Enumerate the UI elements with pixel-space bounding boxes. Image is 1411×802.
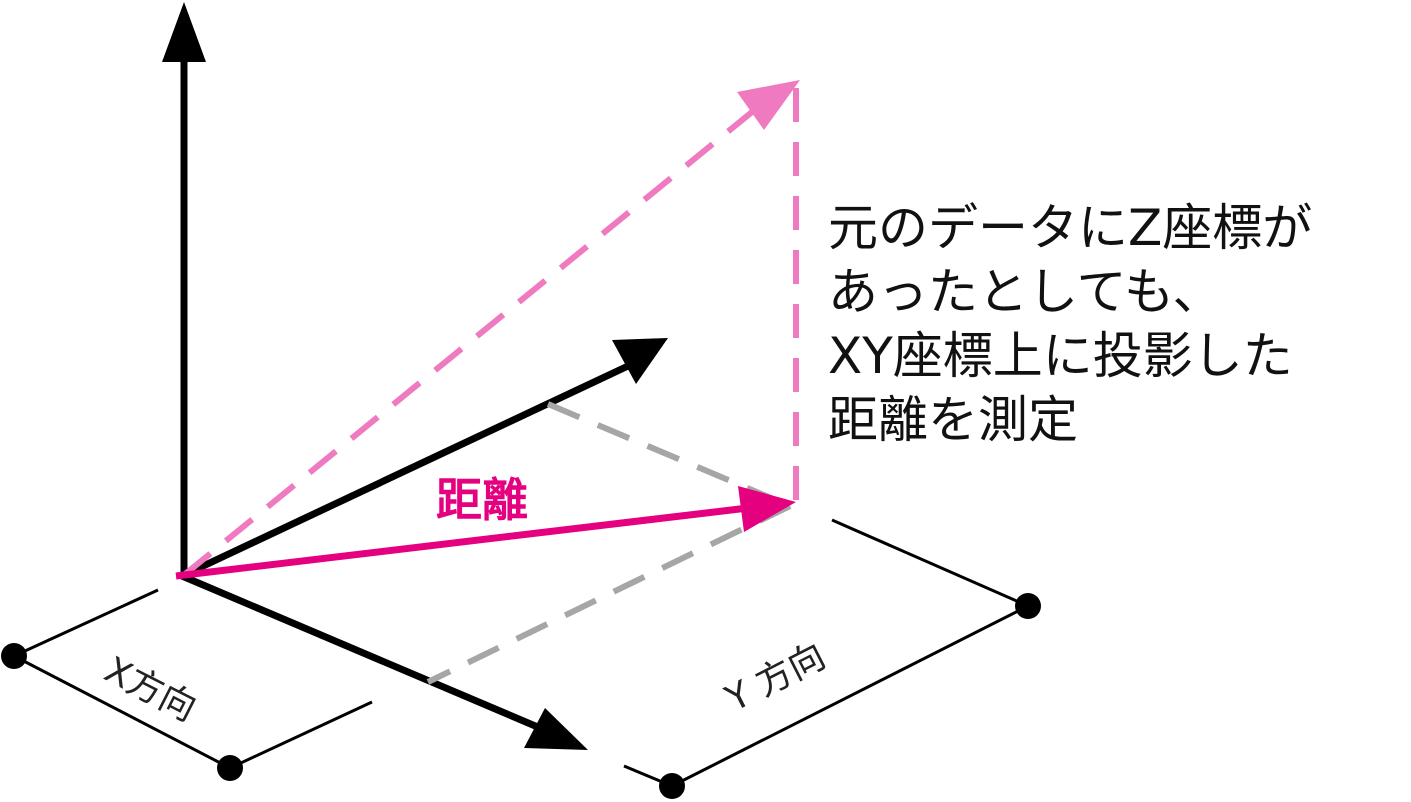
distance-label: 距離 — [436, 473, 528, 527]
3d-vector-arrowhead — [737, 80, 800, 130]
x-dimension-endpoint-left — [1, 643, 27, 669]
projection-guide-upper — [546, 401, 792, 509]
x-dimension-leader-right — [229, 700, 373, 770]
y-dimension-line — [671, 604, 1029, 788]
z-axis-arrowhead — [162, 2, 206, 62]
caption-line-1: 元のデータにZ座標が — [828, 199, 1313, 257]
caption-line-2: あったとしても、 — [828, 263, 1223, 321]
y-dimension-endpoint-bottom — [659, 773, 685, 799]
y-direction-label: Y 方向 — [719, 636, 832, 721]
y-dimension-endpoint-top — [1015, 593, 1041, 619]
x-dimension-line — [13, 654, 231, 770]
x-direction-label: X方向 — [98, 649, 203, 729]
caption-line-3: XY座標上に投影した — [828, 327, 1293, 385]
3d-vector-dashed — [182, 109, 754, 578]
x-axis-arrowhead — [524, 708, 588, 750]
y-axis-arrowhead — [612, 338, 668, 384]
projection-guide-lower — [426, 503, 792, 685]
y-axis — [180, 362, 630, 580]
x-axis — [180, 572, 542, 732]
explanation-caption: 元のデータにZ座標が あったとしても、 XY座標上に投影した 距離を測定 — [828, 196, 1388, 452]
x-dimension-endpoint-right — [217, 755, 243, 781]
caption-line-4: 距離を測定 — [828, 391, 1078, 449]
distance-vector-arrowhead — [738, 486, 796, 532]
y-dimension-leader-top — [831, 518, 1029, 608]
distance-vector — [175, 504, 749, 580]
x-dimension-leader-left — [13, 588, 159, 658]
